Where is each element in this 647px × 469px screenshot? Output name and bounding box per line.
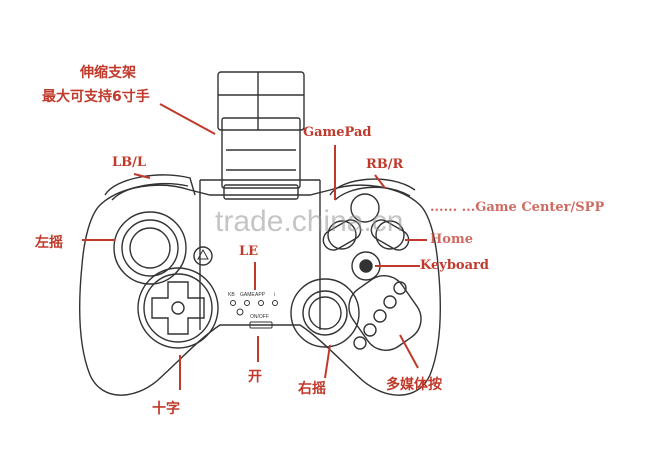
home-small-button [193, 246, 213, 266]
bracket-label-line2: 最大可支持6寸手 [42, 89, 150, 105]
mode-right-label-1: ...... ...Game Center/SPP [430, 200, 605, 215]
media-buttons [348, 275, 422, 351]
mode-label-app: APP [255, 292, 266, 298]
gamepad-label: GamePad [303, 125, 372, 140]
power-switch [249, 321, 273, 329]
media-buttons-label: 多媒体按 [386, 377, 442, 393]
dpad [137, 267, 219, 349]
leader-lines [82, 103, 427, 390]
mode-label-kb: KB [228, 292, 235, 298]
keyboard-label: Keyboard [420, 258, 489, 273]
mode-label-i: i [274, 292, 276, 298]
dpad-label: 十字 [152, 401, 180, 417]
left-stick-label: 左摇 [35, 235, 63, 251]
mode-right-label-2: Home [430, 232, 473, 247]
left-stick [113, 211, 187, 285]
lb-label: LB/L [112, 155, 147, 170]
power-label: 开 [248, 369, 262, 385]
right-stick [290, 278, 360, 348]
controller-body [78, 184, 442, 396]
face-buttons [322, 193, 410, 281]
rb-label: RB/R [366, 157, 404, 172]
mode-leds [230, 300, 278, 316]
bracket-label-line1: 伸缩支架 [80, 65, 136, 81]
led-label: LE [239, 244, 259, 259]
watermark: trade.china.cn [215, 205, 404, 238]
telescopic-bracket [217, 71, 305, 200]
right-stick-label: 右摇 [298, 381, 326, 397]
mode-label-game: GAME [240, 292, 255, 298]
onoff-label: ON/OFF [250, 314, 269, 320]
